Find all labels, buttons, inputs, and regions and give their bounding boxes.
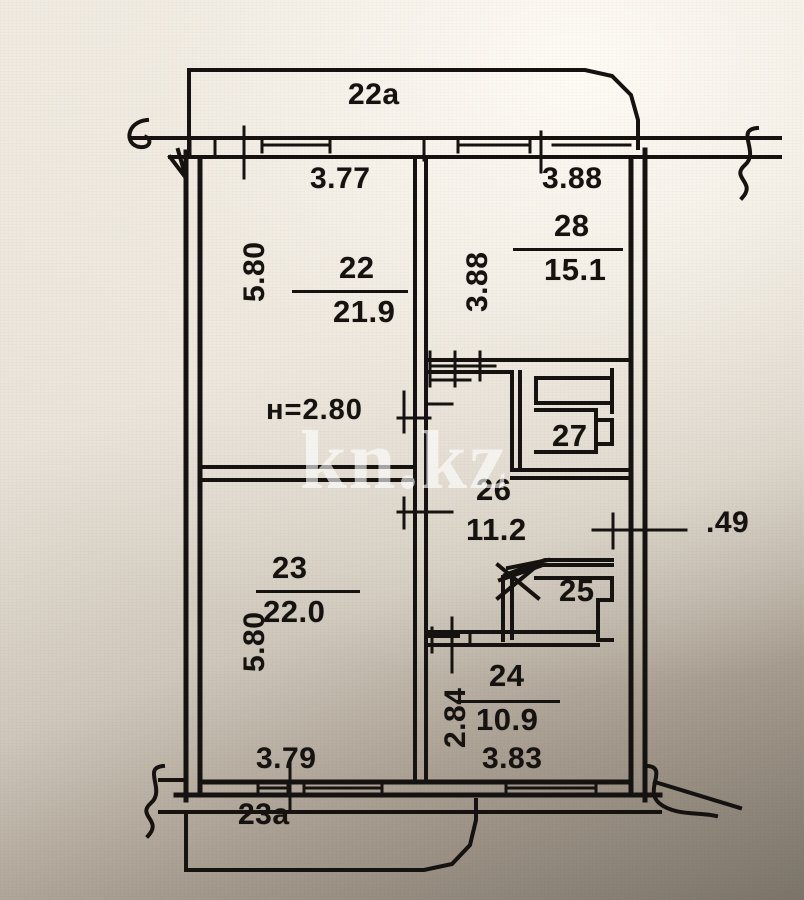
- wall-26-24-openings: [430, 616, 472, 674]
- room-22-divider: [292, 290, 408, 293]
- balcony-23a-label: 23а: [238, 798, 290, 831]
- wall-28-26: [424, 358, 633, 480]
- room-26-area: 11.2: [466, 512, 527, 547]
- dimension-left-lower-height: 5.80: [238, 611, 271, 672]
- room-23-number: 23: [272, 550, 308, 585]
- break-mark-top-right: [738, 125, 760, 201]
- room-24-number: 24: [489, 658, 525, 693]
- corridor-26-hatching: [428, 350, 497, 388]
- room-22-number: 22: [339, 250, 375, 285]
- room-26-number: 26: [476, 472, 512, 507]
- room-28-area: 15.1: [544, 252, 607, 287]
- top-exterior-wall: [128, 136, 782, 159]
- dimension-bottom-left-width: 3.79: [256, 742, 317, 775]
- dimension-right-edge-note: .49: [706, 506, 750, 539]
- room-24-area: 10.9: [476, 702, 539, 737]
- balcony-22a-label: 22а: [348, 78, 400, 111]
- dimension-mid-lower-height: 2.84: [439, 687, 472, 748]
- room-27-number: 27: [552, 418, 588, 453]
- dimension-top-left-width: 3.77: [310, 162, 371, 195]
- room-23-divider: [256, 590, 360, 593]
- ceiling-height-label: н=2.80: [266, 394, 363, 426]
- dimension-left-upper-height: 5.80: [238, 241, 271, 302]
- break-mark-bottom-left: [144, 763, 188, 839]
- room-28-divider: [513, 248, 623, 251]
- room-22-area: 21.9: [333, 294, 396, 329]
- wall-22-23: [198, 465, 417, 482]
- room-24-divider: [456, 700, 560, 703]
- break-mark-top-left: [127, 117, 188, 180]
- dimension-ticks: [396, 390, 454, 530]
- room-23-area: 22.0: [263, 594, 326, 629]
- room-25-number: 25: [559, 573, 595, 608]
- break-mark-bottom-right: [645, 763, 743, 819]
- dimension-leader-49: [591, 512, 688, 550]
- room-28-number: 28: [554, 208, 590, 243]
- balcony-23a-outline: [184, 798, 478, 872]
- bottom-wall-openings: [256, 758, 598, 814]
- dimension-top-right-width: 3.88: [542, 162, 603, 195]
- dimension-bottom-right-width: 3.83: [482, 742, 543, 775]
- room-27-fixtures: [534, 368, 614, 454]
- top-wall-openings: [188, 125, 632, 180]
- central-wall: [413, 156, 428, 784]
- dimension-mid-upper-height: 3.88: [461, 251, 494, 312]
- room-25-fixtures: [495, 557, 614, 642]
